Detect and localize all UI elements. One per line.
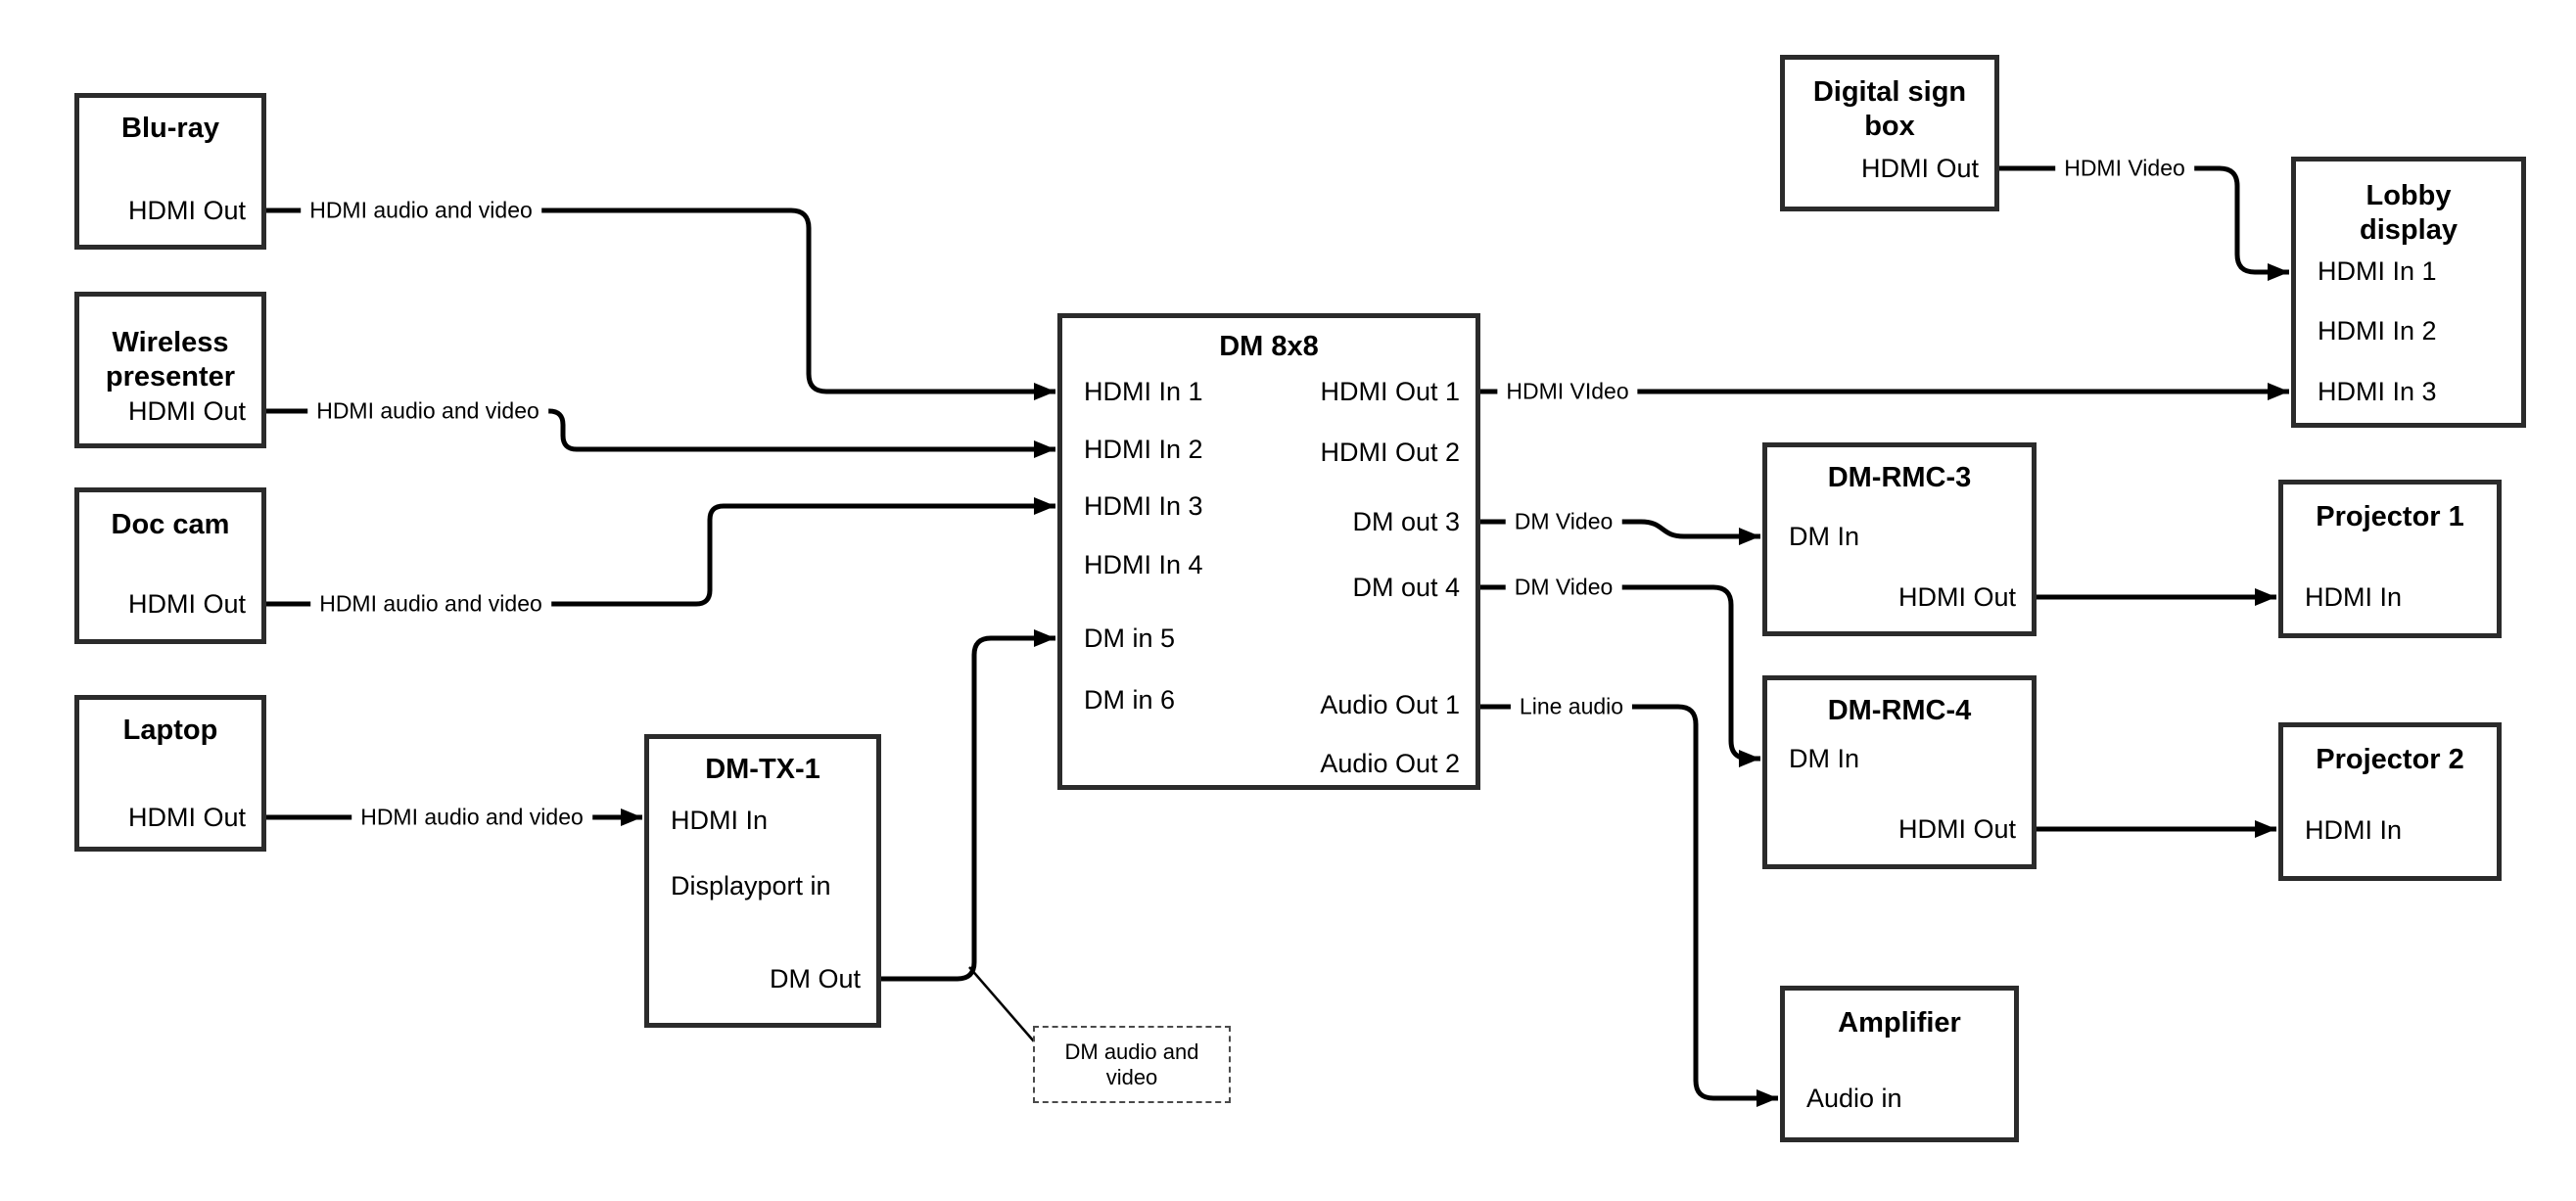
- port-dmtx1-hdmi-in: HDMI In: [671, 806, 769, 835]
- node-title-proj2: Projector 2: [2283, 743, 2497, 777]
- port-dm8x8-hdmi-in-4: HDMI In 4: [1084, 550, 1203, 579]
- node-dmrmc3: DM-RMC-3 DM In HDMI Out: [1762, 442, 2037, 636]
- node-title-wireless: Wireless presenter: [79, 326, 261, 394]
- port-lobby-hdmi-in-1: HDMI In 1: [2318, 256, 2437, 286]
- port-dm8x8-dm-in-5: DM in 5: [1084, 624, 1176, 653]
- port-dm8x8-hdmi-in-3: HDMI In 3: [1084, 491, 1203, 521]
- port-proj2-hdmi-in: HDMI In: [2305, 815, 2403, 845]
- node-title-text: Blu-ray: [121, 113, 219, 144]
- node-title-text: DM 8x8: [1219, 331, 1319, 362]
- port-dm8x8-audio-out-2: Audio Out 2: [1320, 749, 1460, 778]
- wire-label-dm-out3: DM Video: [1505, 506, 1622, 537]
- node-title-text: DM-RMC-4: [1827, 695, 1972, 726]
- wire-label-bluray-feed: HDMI audio and video: [301, 195, 541, 226]
- port-dmtx1-dm-out: DM Out: [769, 964, 861, 993]
- node-title-text: Digital sign box: [1812, 76, 1967, 142]
- port-doccam-hdmi-out: HDMI Out: [127, 589, 246, 619]
- node-title-digitalsign: Digital sign box: [1785, 75, 1994, 144]
- port-lobby-hdmi-in-3: HDMI In 3: [2318, 377, 2437, 406]
- port-dm8x8-audio-out-1: Audio Out 1: [1320, 690, 1460, 719]
- node-proj1: Projector 1 HDMI In: [2278, 480, 2502, 638]
- note-dm-audio-and-video: DM audio and video: [1033, 1026, 1231, 1103]
- wire-label-audio-out1: Line audio: [1510, 691, 1633, 722]
- node-title-doccam: Doc cam: [79, 508, 261, 542]
- node-title-text: Projector 1: [2316, 501, 2464, 532]
- port-dmrmc3-hdmi-out: HDMI Out: [1897, 582, 2016, 612]
- node-title-text: DM-RMC-3: [1827, 462, 1972, 493]
- port-dm8x8-hdmi-out-2: HDMI Out 2: [1320, 438, 1460, 467]
- port-amplifier-audio-in: Audio in: [1806, 1084, 1902, 1113]
- node-title-proj1: Projector 1: [2283, 500, 2497, 534]
- wire-dm8x8-dm-out4-to-dmrmc4-dm-in: [1480, 584, 1760, 767]
- node-title-text: Amplifier: [1838, 1007, 1961, 1039]
- port-dm8x8-hdmi-in-1: HDMI In 1: [1084, 377, 1203, 406]
- node-title-text: Projector 2: [2316, 744, 2464, 775]
- wire-label-sign-feed: HDMI Video: [2055, 153, 2194, 184]
- port-dmrmc4-hdmi-out: HDMI Out: [1897, 814, 2016, 844]
- wire-digitalsign-to-lobby-hdmi-in1: [1999, 165, 2289, 281]
- node-title-text: DM-TX-1: [705, 754, 820, 785]
- port-dm8x8-hdmi-out-1: HDMI Out 1: [1320, 377, 1460, 406]
- note-leader-line: [968, 966, 1035, 1042]
- port-bluray-hdmi-out: HDMI Out: [127, 196, 246, 225]
- node-title-text: Laptop: [122, 715, 218, 746]
- wire-dm8x8-dm-out3-to-dmrmc3-dm-in: [1480, 519, 1760, 545]
- note-text: DM audio and video: [1064, 1039, 1199, 1089]
- port-dmtx1-displayport-in: Displayport in: [671, 871, 831, 901]
- wire-label-doccam-feed: HDMI audio and video: [310, 588, 551, 620]
- node-title-dm8x8: DM 8x8: [1062, 330, 1475, 364]
- port-digitalsign-hdmi-out: HDMI Out: [1860, 154, 1979, 183]
- wire-doccam-to-dm8x8-hdmi-in3: [266, 497, 1055, 607]
- port-dm8x8-hdmi-in-2: HDMI In 2: [1084, 435, 1203, 464]
- port-dm8x8-dm-in-6: DM in 6: [1084, 685, 1176, 715]
- wire-label-wireless-feed: HDMI audio and video: [307, 395, 548, 427]
- wire-label-dm-out4: DM Video: [1505, 572, 1622, 603]
- node-title-lobby: Lobby display: [2296, 179, 2521, 248]
- port-dmrmc3-dm-in: DM In: [1789, 522, 1860, 551]
- port-dm8x8-dm-out-4: DM out 4: [1352, 573, 1460, 602]
- node-title-laptop: Laptop: [79, 714, 261, 748]
- node-title-dmrmc3: DM-RMC-3: [1767, 461, 2032, 495]
- node-title-bluray: Blu-ray: [79, 112, 261, 146]
- port-dm8x8-dm-out-3: DM out 3: [1352, 507, 1460, 536]
- node-title-dmtx1: DM-TX-1: [649, 753, 876, 787]
- port-lobby-hdmi-in-2: HDMI In 2: [2318, 316, 2437, 346]
- wire-label-laptop-feed: HDMI audio and video: [351, 802, 592, 833]
- node-title-text: Lobby display: [2360, 180, 2458, 246]
- wire-wireless-to-dm8x8-hdmi-in2: [266, 408, 1055, 458]
- node-proj2: Projector 2 HDMI In: [2278, 722, 2502, 881]
- wire-bluray-to-dm8x8-hdmi-in1: [266, 208, 1055, 400]
- node-title-text: Doc cam: [111, 509, 230, 540]
- node-dmrmc4: DM-RMC-4 DM In HDMI Out: [1762, 675, 2037, 869]
- node-title-text: Wireless presenter: [105, 327, 236, 393]
- wire-label-hdmi-out1: HDMI VIdeo: [1497, 376, 1638, 407]
- port-proj1-hdmi-in: HDMI In: [2305, 582, 2403, 612]
- port-laptop-hdmi-out: HDMI Out: [127, 803, 246, 832]
- node-title-amplifier: Amplifier: [1785, 1006, 2014, 1040]
- port-dmrmc4-dm-in: DM In: [1789, 744, 1860, 773]
- wire-dmtx1-dmout-to-dm8x8-dm-in5: [881, 629, 1055, 982]
- node-title-dmrmc4: DM-RMC-4: [1767, 694, 2032, 728]
- port-wireless-hdmi-out: HDMI Out: [127, 396, 246, 426]
- wire-dm8x8-audio-out1-to-amplifier: [1480, 704, 1778, 1107]
